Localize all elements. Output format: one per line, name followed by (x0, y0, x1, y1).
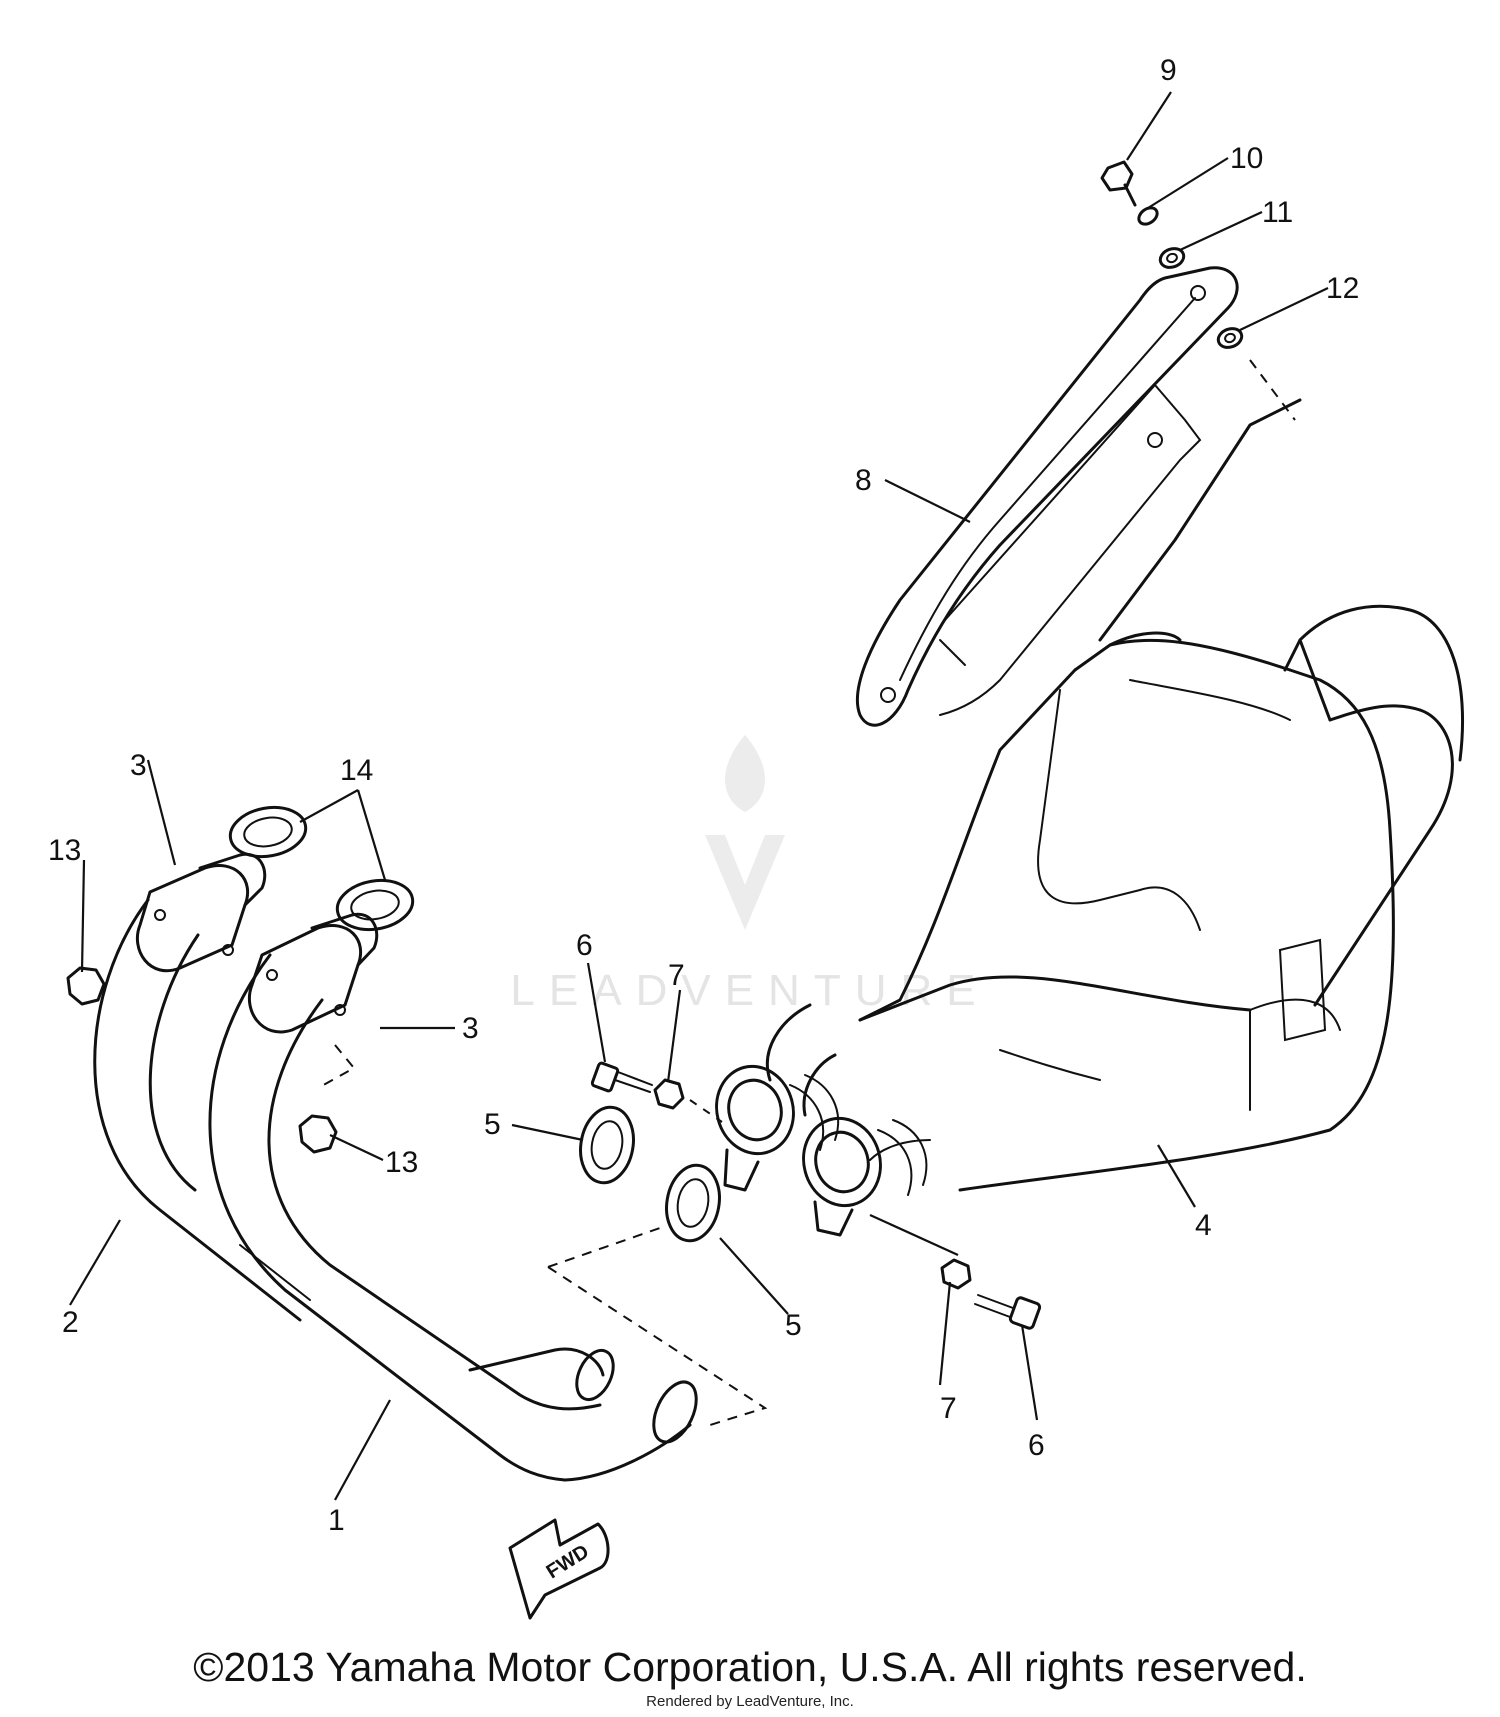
callout-7-lower: 7 (940, 1392, 957, 1425)
leader-lines (69, 91, 1329, 1501)
collar-11 (1158, 247, 1186, 269)
callout-3-upper: 3 (130, 749, 147, 782)
assembly-lines (317, 359, 1296, 1426)
callout-12: 12 (1326, 272, 1359, 305)
callout-1: 1 (328, 1504, 345, 1537)
callout-labels: 9 10 11 12 8 3 14 13 3 13 5 5 6 7 4 7 6 … (48, 54, 1359, 1537)
callout-8: 8 (855, 464, 872, 497)
fwd-arrow-icon: FWD (508, 1518, 610, 1620)
copyright-notice: ©2013 Yamaha Motor Corporation, U.S.A. A… (193, 1644, 1307, 1690)
callout-5-lower: 5 (785, 1309, 802, 1342)
washer-10 (1137, 206, 1159, 226)
leadventure-watermark: LEADVENTURE (510, 735, 989, 1015)
callout-3-lower: 3 (462, 1012, 479, 1045)
pipe-flange-upper (135, 852, 267, 973)
watermark-text: LEADVENTURE (510, 966, 989, 1015)
clamp-bolt-6-lower (974, 1294, 1042, 1330)
callout-4: 4 (1195, 1209, 1212, 1242)
clamp-nut-7-lower (940, 1258, 972, 1290)
gasket-5-lower (665, 1163, 721, 1243)
callout-10: 10 (1230, 142, 1263, 175)
callout-9: 9 (1160, 54, 1177, 87)
callout-2: 2 (62, 1306, 79, 1339)
muffler-4 (765, 398, 1464, 1192)
gasket-14-upper (228, 805, 308, 859)
collar-12 (1216, 327, 1244, 349)
flange-nut-13-right (298, 1114, 338, 1154)
heat-protector-8 (855, 266, 1239, 727)
pipe-flange-lower (247, 912, 379, 1034)
callout-6-upper: 6 (576, 929, 593, 962)
callout-5-upper: 5 (484, 1108, 501, 1141)
callout-13-upper: 13 (48, 834, 81, 867)
callout-14: 14 (340, 754, 373, 787)
gasket-14-lower (335, 878, 415, 932)
callout-7-upper: 7 (668, 959, 685, 992)
flange-nut-13-left (66, 966, 106, 1006)
exhaust-pipe-1 (208, 953, 698, 1482)
clamp-nut-7-upper (653, 1078, 685, 1110)
clamp-bolt-6-upper (590, 1061, 653, 1093)
callout-6-lower: 6 (1028, 1429, 1045, 1462)
rendered-by-note: Rendered by LeadVenture, Inc. (646, 1693, 854, 1710)
callout-11: 11 (1262, 196, 1293, 229)
inlet-clamp-right (802, 1116, 928, 1237)
bolt-9 (1100, 160, 1137, 207)
fwd-arrow-label: FWD (543, 1541, 593, 1584)
gasket-5-upper (579, 1105, 635, 1185)
callout-13-lower: 13 (385, 1146, 418, 1179)
